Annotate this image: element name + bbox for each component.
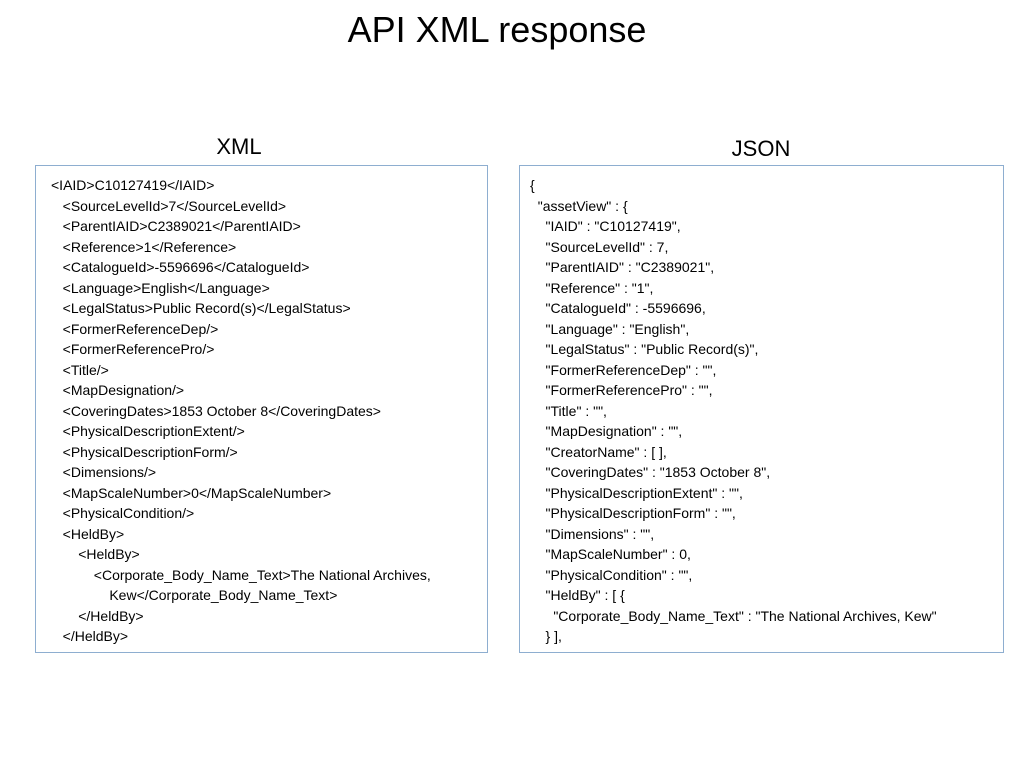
- json-line: "HeldBy" : [ {: [530, 587, 625, 603]
- xml-line: <Title/>: [51, 361, 109, 378]
- slide-title: API XML response: [347, 9, 647, 50]
- xml-line: <Corporate_Body_Name_Text>The National A…: [51, 566, 431, 583]
- json-line: "FormerReferenceDep" : "",: [530, 361, 717, 378]
- xml-line: <MapDesignation/>: [51, 382, 185, 398]
- xml-line: <CatalogueId>-5596696</CatalogueId>: [51, 259, 310, 275]
- json-line: "PhysicalDescriptionForm" : "",: [530, 505, 736, 521]
- json-line: "Dimensions" : "",: [530, 525, 655, 542]
- json-line: "IAID" : "C10127419",: [530, 218, 681, 234]
- json-line: "SourceLevelId" : 7,: [530, 238, 669, 255]
- xml-line: <FormerReferencePro/>: [51, 341, 215, 357]
- json-line: "PhysicalDescriptionExtent" : "",: [530, 484, 743, 501]
- xml-line: <HeldBy>: [51, 546, 140, 562]
- xml-line: <PhysicalDescriptionExtent/>: [51, 423, 245, 439]
- xml-line: <FormerReferenceDep/>: [51, 320, 219, 337]
- xml-line: <HeldBy>: [51, 525, 125, 542]
- xml-line: <ParentIAID>C2389021</ParentIAID>: [51, 218, 301, 234]
- xml-line: <LegalStatus>Public Record(s)</LegalStat…: [51, 300, 351, 316]
- json-line: } ],: [530, 628, 562, 644]
- json-line: "Corporate_Body_Name_Text" : "The Nation…: [530, 607, 937, 624]
- xml-heading: XML: [216, 134, 262, 159]
- json-line: "Title" : "",: [530, 402, 607, 419]
- xml-code-box: <IAID>C10127419</IAID> <SourceLevelId>7<…: [35, 165, 488, 653]
- xml-line: <PhysicalDescriptionForm/>: [51, 443, 238, 460]
- json-line: "MapScaleNumber" : 0,: [530, 546, 691, 562]
- json-line: "assetView" : {: [530, 197, 628, 214]
- json-line: "FormerReferencePro" : "",: [530, 382, 713, 398]
- xml-line: </HeldBy>: [51, 628, 129, 644]
- json-line: "ParentIAID" : "C2389021",: [530, 259, 715, 275]
- json-line: "Reference" : "1",: [530, 279, 654, 296]
- xml-line: </HeldBy>: [51, 607, 144, 624]
- json-line: "LegalStatus" : "Public Record(s)",: [530, 341, 759, 357]
- json-line: "MapDesignation" : "",: [530, 423, 683, 439]
- xml-line: <Dimensions/>: [51, 464, 157, 480]
- json-line: "CoveringDates" : "1853 October 8",: [530, 464, 771, 480]
- json-line: "CatalogueId" : -5596696,: [530, 300, 706, 316]
- json-line: {: [530, 177, 535, 193]
- json-line: "Language" : "English",: [530, 320, 690, 337]
- xml-line: <IAID>C10127419</IAID>: [51, 177, 215, 193]
- json-heading: JSON: [731, 136, 791, 161]
- xml-line: <Reference>1</Reference>: [51, 238, 237, 255]
- xml-line: <SourceLevelId>7</SourceLevelId>: [51, 197, 287, 214]
- json-line: "PhysicalCondition" : "",: [530, 566, 693, 583]
- xml-line: <PhysicalCondition/>: [51, 505, 195, 521]
- json-line: "CreatorName" : [ ],: [530, 443, 667, 460]
- xml-line: <MapScaleNumber>0</MapScaleNumber>: [51, 484, 332, 501]
- xml-line: Kew</Corporate_Body_Name_Text>: [51, 587, 338, 603]
- xml-line: <CoveringDates>1853 October 8</CoveringD…: [51, 402, 381, 419]
- xml-line: <Language>English</Language>: [51, 279, 270, 296]
- json-code-box: { "assetView" : { "IAID" : "C10127419", …: [519, 165, 1004, 653]
